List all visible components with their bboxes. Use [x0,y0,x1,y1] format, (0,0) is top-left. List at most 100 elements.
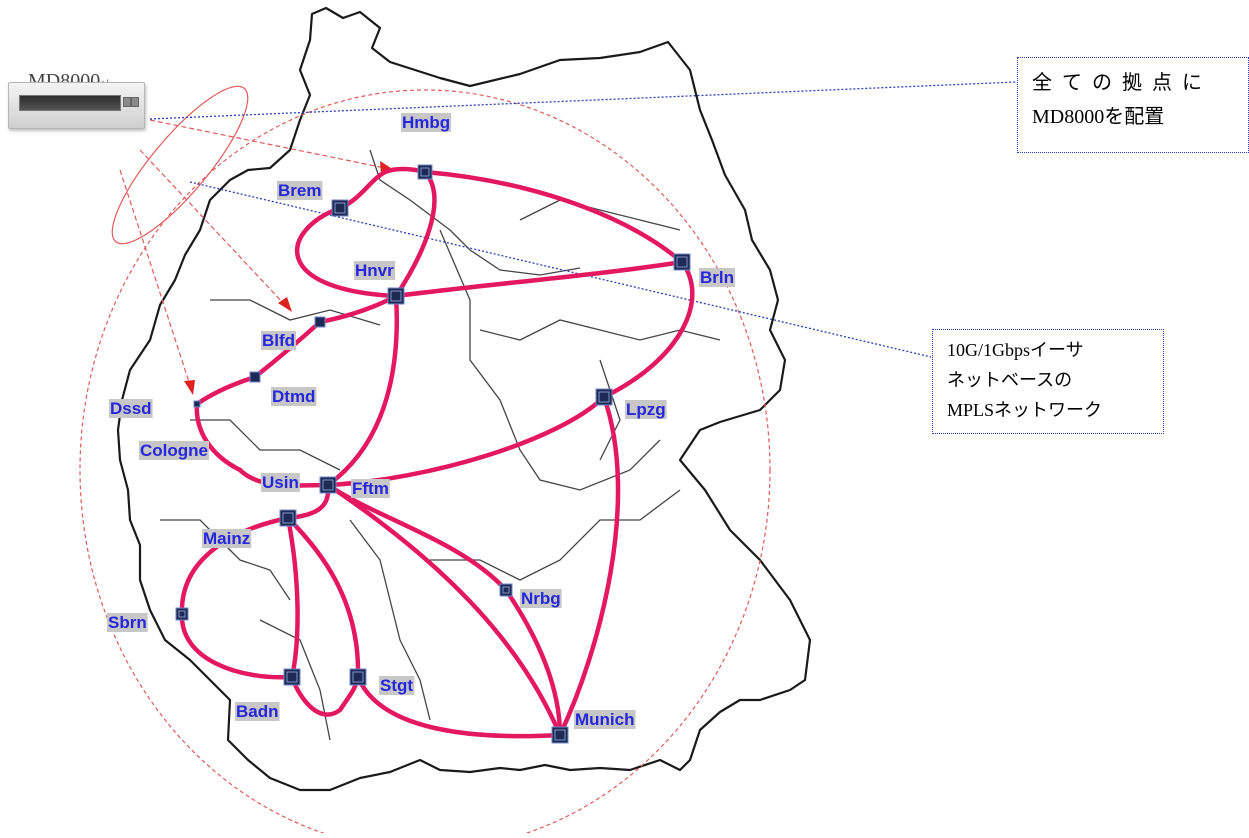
link-hnvr-fftm [325,293,400,488]
label-sbrn: Sbrn [108,613,147,632]
link-brem-hmbg [337,166,428,211]
link-stgt-munich [355,674,563,739]
label-munich: Munich [575,710,635,729]
label-dssd: Dssd [110,399,152,418]
coverage-ellipse [79,89,771,838]
node-dtmd [249,371,261,383]
label-bg-brln [699,268,735,287]
node-hmbg [417,164,433,180]
device-port-1 [123,97,131,107]
label-bg-cologne [139,441,209,460]
label-lpzg: Lpzg [626,400,666,419]
callout-network: 10G/1Gbpsイーサ ネットベースの MPLSネットワーク [932,329,1164,434]
device-front-panel [19,95,121,111]
leader-network [189,181,932,358]
node-sbrn [175,607,189,621]
label-bg-nrbg [520,589,562,608]
node-badn [283,668,301,686]
mpls-links [179,166,695,739]
device-port-2 [131,97,139,107]
node-nrbg-inner [502,586,510,594]
md8000-device-image [8,82,145,129]
link-hmbg-hnvr [393,169,437,299]
node-dssd [193,400,201,408]
link-dssd-cologne [194,401,243,473]
label-mainz: Mainz [203,529,250,548]
leader-all-sites [149,81,1017,120]
label-bg-lpzg [625,400,667,419]
link-hmbg-brln [422,169,685,265]
label-cologne: Cologne [140,441,208,460]
label-bg-usin [261,473,300,492]
callout-all-sites-line2: MD8000を配置 [1032,106,1165,128]
arrow-to-hmbg [149,119,386,169]
arrow-to-blfd [139,149,286,306]
link-hnvr-brln [393,259,685,299]
label-bg-sbrn [107,613,148,632]
node-brem-inner [334,202,346,214]
label-bg-fftm [351,479,390,498]
node-badn-inner [286,671,298,683]
link-sbrn-badn [179,611,295,680]
link-munich-fftm [325,482,563,738]
node-lpzg [595,388,613,406]
device-arrows [119,119,386,386]
label-brln: Brln [700,268,734,287]
arrow-to-dssd [119,169,191,386]
node-hmbg-inner [420,167,430,177]
label-blfd: Blfd [262,331,295,350]
label-bg-brem [277,181,323,200]
label-badn: Badn [236,702,279,721]
node-sbrn-inner [178,610,186,618]
arrowhead-blfd [278,297,292,312]
node-brln [673,253,691,271]
link-brem-hnvr [294,205,399,299]
label-bg-dssd [109,399,153,418]
node-munich-inner [554,729,566,741]
node-hnvr-inner [390,290,402,302]
arrowhead-dssd [184,380,195,395]
link-lpzg-munich [557,394,621,738]
label-bg-dtmd [271,387,317,406]
link-mainz-badn [285,515,300,680]
node-fftm [319,476,337,494]
label-hnvr: Hnvr [355,261,394,280]
label-bg-blfd [261,331,297,350]
link-badn-stgt-loop [289,674,361,717]
callout-network-line2: ネットベースの [947,370,1073,390]
link-mainz-stgt [285,515,361,680]
label-brem: Brem [278,181,321,200]
callout-all-sites: 全ての拠点に MD8000を配置 [1017,57,1249,153]
node-brln-inner [676,256,688,268]
node-mainz-inner [282,512,294,524]
node-lpzg-inner [598,391,610,403]
link-nrbg-munich [503,587,563,738]
link-mainz-sbrn [179,515,291,617]
node-mainz [279,509,297,527]
node-nrbg [499,583,513,597]
node-stgt [349,668,367,686]
label-nrbg: Nrbg [521,589,561,608]
link-brln-lpzg [601,259,695,400]
label-bg-mainz [202,529,252,548]
label-bg-hmbg [401,113,452,132]
node-brem [331,199,349,217]
state-borders [160,149,721,741]
label-fftm: Fftm [352,479,389,498]
label-usin: Usin [262,473,299,492]
node-munich [551,726,569,744]
label-bg-badn [235,702,280,721]
label-bg-munich [574,710,636,729]
callout-all-sites-line1: 全ての拠点に [1032,72,1212,94]
link-dtmd-dssd [194,374,258,407]
label-dtmd: Dtmd [272,387,315,406]
device-ellipse [111,85,249,245]
label-bg-stgt [379,676,415,695]
callout-network-line3: MPLSネットワーク [947,400,1103,420]
country-border [116,6,812,792]
label-hmbg: Hmbg [402,113,450,132]
callout-leaders [149,81,1017,358]
node-hnvr [387,287,405,305]
